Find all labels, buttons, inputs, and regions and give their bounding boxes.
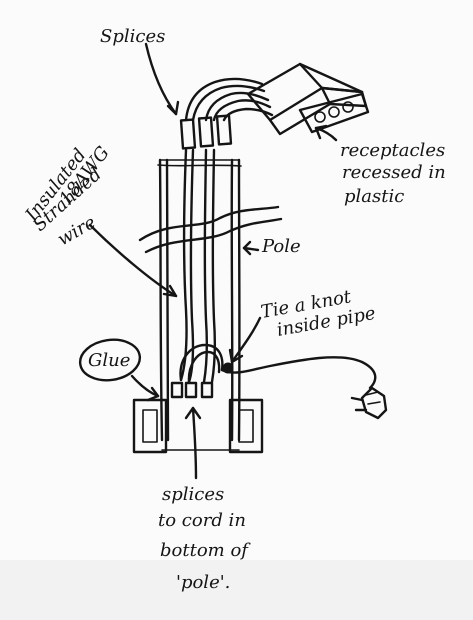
wires-to-receptacle <box>184 77 274 122</box>
pointer-arrows <box>88 42 338 480</box>
top-splices <box>179 114 233 150</box>
label-receptacles-line1: receptacles <box>340 140 445 161</box>
pole-break-lines <box>138 205 283 254</box>
label-bottom-line2: to cord in <box>158 510 246 531</box>
label-bottom-line3: bottom of <box>160 540 251 561</box>
label-receptacles-line2: recessed in <box>342 162 446 183</box>
label-glue: Glue <box>88 350 130 371</box>
glue-ellipse <box>78 338 142 382</box>
power-cord <box>220 356 388 420</box>
label-splices-top: Splices <box>100 26 165 47</box>
bottom-splices <box>170 343 224 399</box>
label-receptacles-line3: plastic <box>344 186 404 207</box>
paper-shading <box>0 560 473 620</box>
label-bottom-line1: splices <box>162 484 224 505</box>
label-bottom-line4: 'pole'. <box>176 572 230 593</box>
bottom-right-plug <box>228 398 264 454</box>
label-pole: Pole <box>261 236 301 257</box>
pole-outline <box>157 158 242 451</box>
receptacle-block <box>246 62 370 136</box>
